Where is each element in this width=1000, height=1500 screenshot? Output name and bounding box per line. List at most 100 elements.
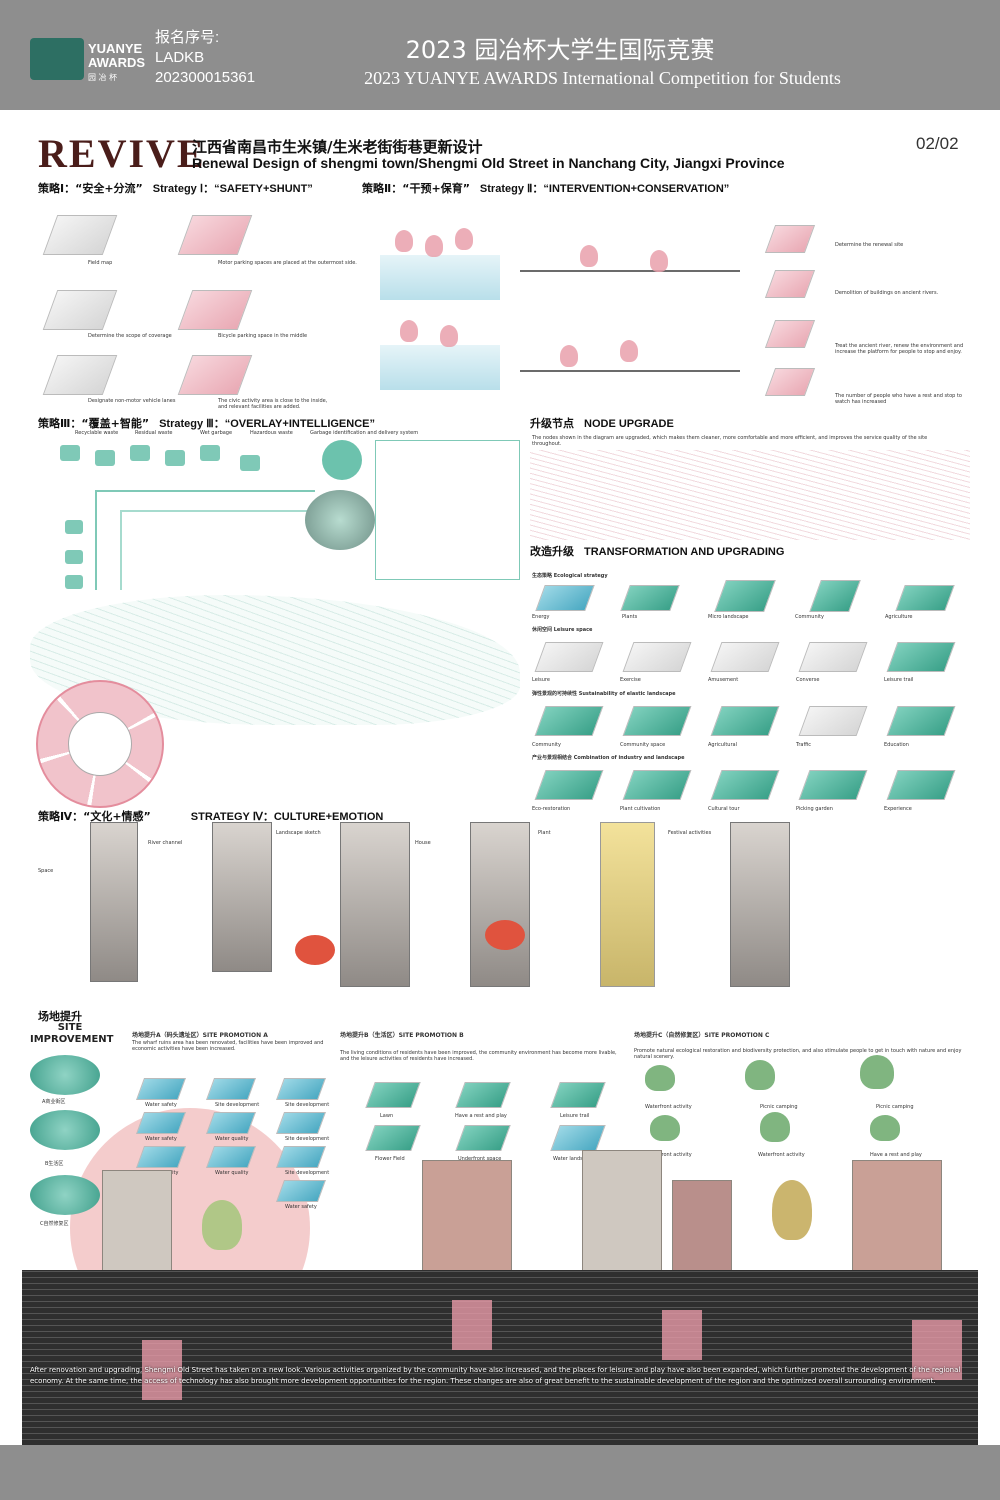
- panel-label: Space: [38, 868, 54, 874]
- promo-a-label: Water quality: [215, 1136, 249, 1142]
- cycle-center: [68, 712, 132, 776]
- promo-a-label: Site development: [285, 1136, 330, 1142]
- promo-b-label: Lawn: [380, 1113, 394, 1119]
- strategy2-title-cn: 策略Ⅱ：“干预+保育”: [362, 182, 470, 195]
- apartment-building: [422, 1160, 512, 1280]
- elastic-tile: [798, 706, 868, 736]
- pink-highlight: [452, 1300, 492, 1350]
- industry-tile: [886, 770, 956, 800]
- legend-item: Recyclable waste: [75, 430, 119, 436]
- promo-a-label: Water safety: [145, 1102, 177, 1108]
- promo-a-label: Site development: [285, 1102, 330, 1108]
- competition-header: YUANYE AWARDS 园 冶 杯 报名序号: LADKB 20230001…: [0, 0, 1000, 110]
- strategy3-title: 策略Ⅲ：“覆盖+智能”Strategy Ⅲ：“OVERLAY+INTELLIGE…: [38, 415, 375, 431]
- plants-tile: [620, 585, 680, 611]
- strategy1-step: Designate non-motor vehicle lanes: [88, 398, 176, 404]
- tree-icon: [860, 1055, 894, 1089]
- leisure-label: Leisure: [532, 677, 550, 683]
- strategy2-step: The number of people who have a rest and…: [835, 393, 962, 405]
- promo-a-tile: [135, 1078, 187, 1100]
- strategy1-step: Bicycle parking space in the middle: [218, 333, 308, 339]
- promo-a-label: Site development: [215, 1102, 260, 1108]
- industry-label: Picking garden: [796, 806, 833, 812]
- leisure-trail-tile: [886, 642, 956, 672]
- industry-label: Experience: [884, 806, 912, 812]
- node-upgrade-map: [530, 450, 970, 540]
- promo-b-tile: [455, 1082, 511, 1108]
- promo-a-desc: The wharf ruins area has been renovated,…: [132, 1040, 324, 1052]
- strategy3-title-en: Strategy Ⅲ：“OVERLAY+INTELLIGENCE”: [159, 418, 375, 430]
- elastic-tile: [534, 706, 604, 736]
- promo-c-title: 场地提升C（自然修复区）SITE PROMOTION C: [634, 1032, 770, 1039]
- ecological-label: Energy: [532, 614, 550, 620]
- node-upgrade-title: 升级节点 NODE UPGRADE: [530, 415, 674, 431]
- leisure-label: Amusement: [708, 677, 739, 683]
- elastic-label: Community space: [620, 742, 666, 748]
- strategy1-step: Determine the scope of coverage: [88, 333, 172, 339]
- promo-c-label: Picnic camping: [760, 1104, 798, 1110]
- apartment-building: [852, 1160, 942, 1290]
- legend-item: Hazardous waste: [250, 430, 293, 436]
- promo-a-tile: [275, 1078, 327, 1100]
- bin-icon: [95, 450, 115, 466]
- energy-tile: [535, 585, 595, 611]
- zone-a-label: A商业街区: [42, 1099, 66, 1105]
- industry-tile: [798, 770, 868, 800]
- tree-icon: [400, 320, 418, 342]
- promo-b-tile: [550, 1082, 606, 1108]
- tree-icon: [580, 245, 598, 267]
- strategy1-diagram: [42, 215, 118, 255]
- riverbank-section: [380, 345, 500, 390]
- site-improvement-title-en: SITE IMPROVEMENT: [30, 1022, 114, 1045]
- footer-bar: [0, 1445, 1000, 1500]
- registration-code: LADKB: [155, 49, 205, 66]
- bin-icon: [165, 450, 185, 466]
- elastic-label: Community: [532, 742, 561, 748]
- promo-b-label: Flower Field: [375, 1156, 405, 1162]
- node-upgrade-title-cn: 升级节点: [530, 417, 574, 430]
- registration-label: 报名序号:: [155, 29, 220, 46]
- yuanye-logo-icon: [30, 38, 84, 80]
- tree-icon: [645, 1065, 675, 1091]
- promo-b-desc: The living conditions of residents have …: [340, 1050, 617, 1062]
- ecological-label: Plants: [622, 614, 638, 620]
- ecological-subtitle: 生态策略 Ecological strategy: [532, 573, 608, 579]
- site-improvement-title-cn: 场地提升: [38, 1010, 82, 1023]
- exercise-tile: [622, 642, 692, 672]
- micro-landscape-tile: [714, 580, 776, 612]
- legend-item: Garbage identification and delivery syst…: [310, 430, 419, 436]
- promo-b-label: Water landscape: [553, 1156, 595, 1162]
- competition-title-en: 2023 YUANYE AWARDS International Competi…: [364, 68, 841, 88]
- industry-label: Eco-restoration: [532, 806, 571, 812]
- converse-tile: [798, 642, 868, 672]
- strategy4-title-cn: 策略Ⅳ：“文化+情感”: [38, 810, 151, 823]
- apartment-building: [582, 1150, 662, 1280]
- agriculture-tile: [895, 585, 955, 611]
- promo-a-tile: [135, 1112, 187, 1134]
- tree-icon: [560, 345, 578, 367]
- promo-c-label: Waterfront activity: [758, 1152, 805, 1158]
- strategy1-step: The civic activity area is close to the …: [218, 398, 328, 410]
- strategy1-step: Motor parking spaces are placed at the o…: [218, 260, 357, 266]
- transformation-title-cn: 改造升级: [530, 545, 574, 558]
- elastic-label: Agricultural: [708, 742, 737, 748]
- zone-c-island: [30, 1175, 100, 1215]
- strategy1-title: 策略Ⅰ：“安全+分流”Strategy Ⅰ：“SAFETY+SHUNT”: [38, 180, 313, 196]
- closing-paragraph: After renovation and upgrading, Shengmi …: [30, 1366, 961, 1385]
- sensor-icon: [240, 455, 260, 471]
- tree-icon: [202, 1200, 242, 1250]
- promo-c-label: Have a rest and play: [870, 1152, 922, 1158]
- strategy2-step: Determine the renewal site: [835, 242, 904, 248]
- tree-icon: [455, 228, 473, 250]
- plant-sketch: [600, 822, 655, 987]
- garbage-system-icon: [322, 440, 362, 480]
- strategy1-diagram: [42, 290, 118, 330]
- tree-icon: [395, 230, 413, 252]
- festival-sketch: [730, 822, 790, 987]
- terrain-section: [520, 270, 740, 292]
- logo-brand: YUANYE AWARDS: [88, 41, 146, 70]
- renewal-site-block: [764, 368, 816, 396]
- legend-item: Wet garbage: [200, 430, 233, 436]
- node-upgrade-title-en: NODE UPGRADE: [584, 418, 674, 430]
- strategy1-title-en: Strategy Ⅰ：“SAFETY+SHUNT”: [152, 183, 313, 195]
